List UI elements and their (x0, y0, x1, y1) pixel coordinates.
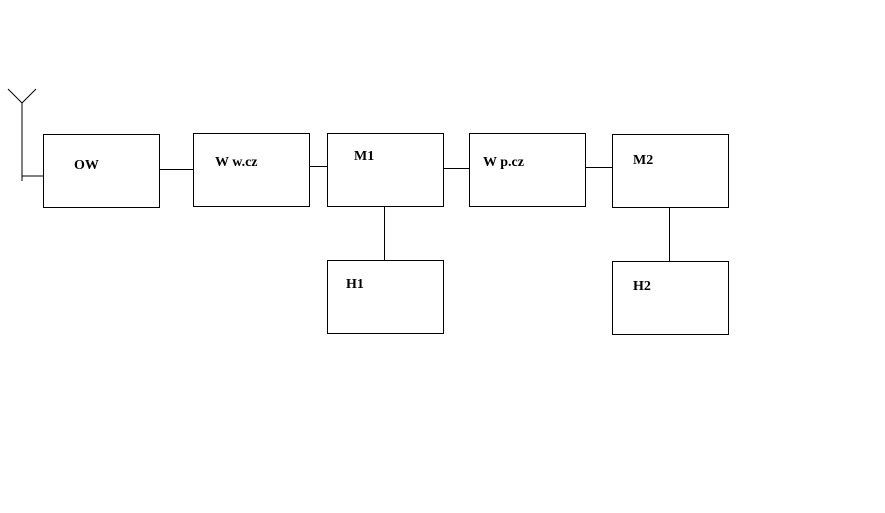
block-m1-label: M1 (354, 149, 375, 164)
block-h1-label: H1 (346, 277, 364, 292)
block-ow: OW (43, 134, 160, 208)
block-m1: M1 (327, 133, 444, 207)
block-w-w-cz-label: W w.cz (215, 155, 258, 170)
block-h2-label: H2 (633, 279, 651, 294)
connector-ow-ww (160, 169, 193, 170)
connector-m1-wp (444, 168, 469, 169)
block-ow-label: OW (74, 158, 99, 173)
block-m2-label: M2 (633, 153, 654, 168)
block-w-w-cz: W w.cz (193, 133, 310, 207)
connector-m1-h1 (384, 207, 385, 260)
connector-ww-m1 (310, 166, 327, 167)
connector-m2-h2 (669, 208, 670, 261)
block-h1: H1 (327, 260, 444, 334)
antenna-icon (7, 88, 43, 181)
block-m2: M2 (612, 134, 729, 208)
connector-wp-m2 (586, 167, 612, 168)
block-h2: H2 (612, 261, 729, 335)
block-w-p-cz-label: W p.cz (483, 155, 524, 170)
block-w-p-cz: W p.cz (469, 133, 586, 207)
